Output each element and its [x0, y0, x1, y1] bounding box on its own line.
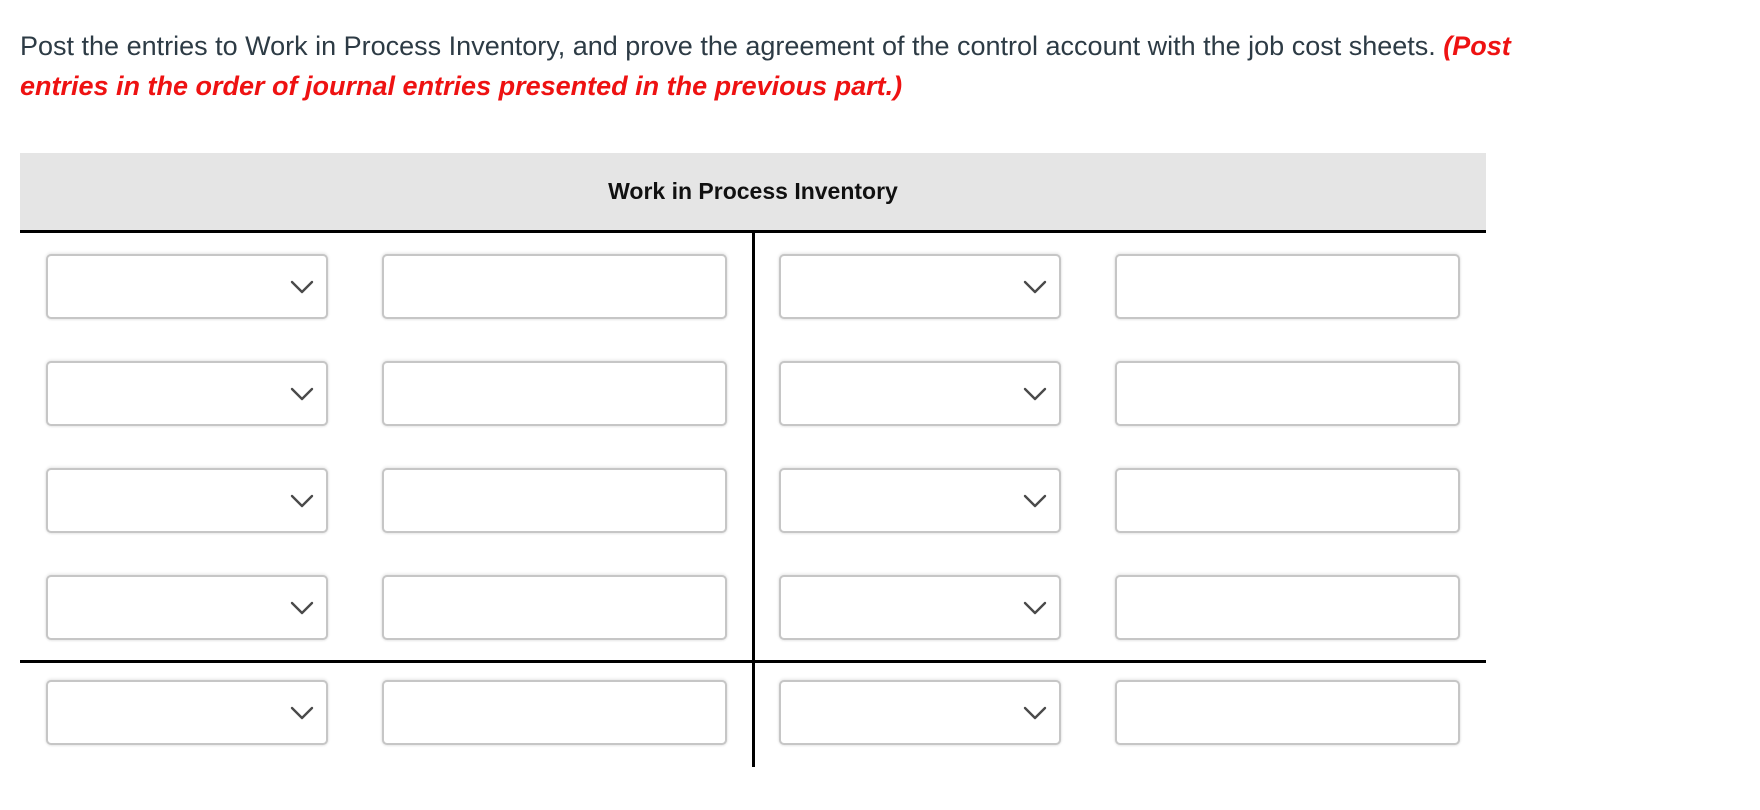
question-line-1: Post the entries to Work in Process Inve…: [20, 26, 1511, 66]
credit-entry-cell: [753, 254, 1486, 319]
credit-amount-input[interactable]: [1115, 680, 1460, 745]
debit-account-select[interactable]: [46, 468, 328, 533]
credit-account-select-wrap: [779, 575, 1061, 640]
t-account-row: [20, 254, 1486, 319]
credit-account-select-wrap: [779, 680, 1061, 745]
credit-entry-cell: [753, 468, 1486, 533]
credit-amount-input[interactable]: [1115, 575, 1460, 640]
debit-account-select-wrap: [46, 361, 328, 426]
credit-amount-input[interactable]: [1115, 361, 1460, 426]
debit-account-select[interactable]: [46, 680, 328, 745]
debit-account-select-wrap: [46, 254, 328, 319]
question-line-1-red-note: (Post: [1443, 31, 1511, 61]
debit-amount-input[interactable]: [382, 361, 727, 426]
t-account-row: [20, 575, 1486, 640]
question-line-1-black: Post the entries to Work in Process Inve…: [20, 31, 1444, 61]
t-account-center-rule: [751, 233, 755, 767]
credit-account-select[interactable]: [779, 361, 1061, 426]
debit-account-select-wrap: [46, 468, 328, 533]
credit-entry-cell: [753, 680, 1486, 745]
credit-account-select[interactable]: [779, 680, 1061, 745]
question-line-2-red-note: entries in the order of journal entries …: [20, 71, 903, 101]
debit-account-select[interactable]: [46, 254, 328, 319]
debit-entry-cell: [20, 468, 753, 533]
t-account-balance-rule: [20, 660, 1486, 663]
t-account-title: Work in Process Inventory: [608, 178, 898, 204]
debit-amount-input[interactable]: [382, 680, 727, 745]
t-account-body: [20, 233, 1486, 767]
debit-entry-cell: [20, 254, 753, 319]
credit-account-select[interactable]: [779, 575, 1061, 640]
credit-account-select-wrap: [779, 468, 1061, 533]
credit-account-select-wrap: [779, 254, 1061, 319]
credit-amount-input[interactable]: [1115, 254, 1460, 319]
debit-amount-input[interactable]: [382, 575, 727, 640]
credit-amount-input[interactable]: [1115, 468, 1460, 533]
debit-account-select[interactable]: [46, 361, 328, 426]
credit-account-select[interactable]: [779, 468, 1061, 533]
debit-entry-cell: [20, 575, 753, 640]
credit-entry-cell: [753, 575, 1486, 640]
debit-entry-cell: [20, 361, 753, 426]
credit-account-select[interactable]: [779, 254, 1061, 319]
debit-account-select-wrap: [46, 575, 328, 640]
t-account-row: [20, 468, 1486, 533]
t-account-work-in-process: Work in Process Inventory: [20, 153, 1486, 767]
debit-account-select-wrap: [46, 680, 328, 745]
debit-amount-input[interactable]: [382, 468, 727, 533]
t-account-header: Work in Process Inventory: [20, 153, 1486, 233]
question-text: Post the entries to Work in Process Inve…: [20, 26, 1511, 106]
credit-entry-cell: [753, 361, 1486, 426]
credit-account-select-wrap: [779, 361, 1061, 426]
debit-amount-input[interactable]: [382, 254, 727, 319]
t-account-row: [20, 680, 1486, 745]
debit-entry-cell: [20, 680, 753, 745]
debit-account-select[interactable]: [46, 575, 328, 640]
t-account-row: [20, 361, 1486, 426]
